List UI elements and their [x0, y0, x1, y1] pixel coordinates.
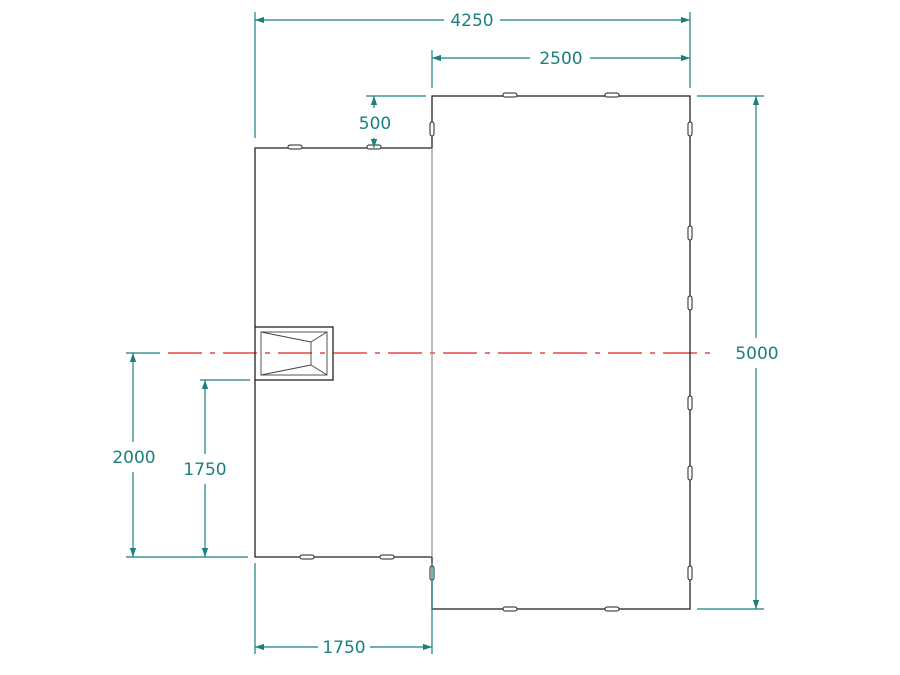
- dim-small-width: 1750: [255, 638, 432, 658]
- dim-label-step-offset: 500: [359, 114, 391, 134]
- dim-label-large-height: 5000: [735, 344, 778, 364]
- dim-overall-width: 4250: [255, 11, 690, 31]
- dim-label-small-width: 1750: [322, 638, 365, 658]
- extension-lines: [126, 12, 764, 654]
- dim-label-opening-to-base: 1750: [183, 460, 226, 480]
- opening-detail: [254, 326, 334, 381]
- mounting-nubs: [287, 92, 693, 612]
- dim-large-width: 2500: [432, 49, 690, 69]
- dim-large-height: 5000: [735, 96, 779, 609]
- dim-label-large-width: 2500: [539, 49, 582, 69]
- dim-label-overall-width: 4250: [450, 11, 493, 31]
- dim-step-offset: 500: [359, 96, 391, 148]
- dim-label-center-to-base: 2000: [112, 448, 155, 468]
- dim-opening-to-base: 1750: [183, 380, 227, 557]
- dim-center-to-base: 2000: [112, 353, 156, 557]
